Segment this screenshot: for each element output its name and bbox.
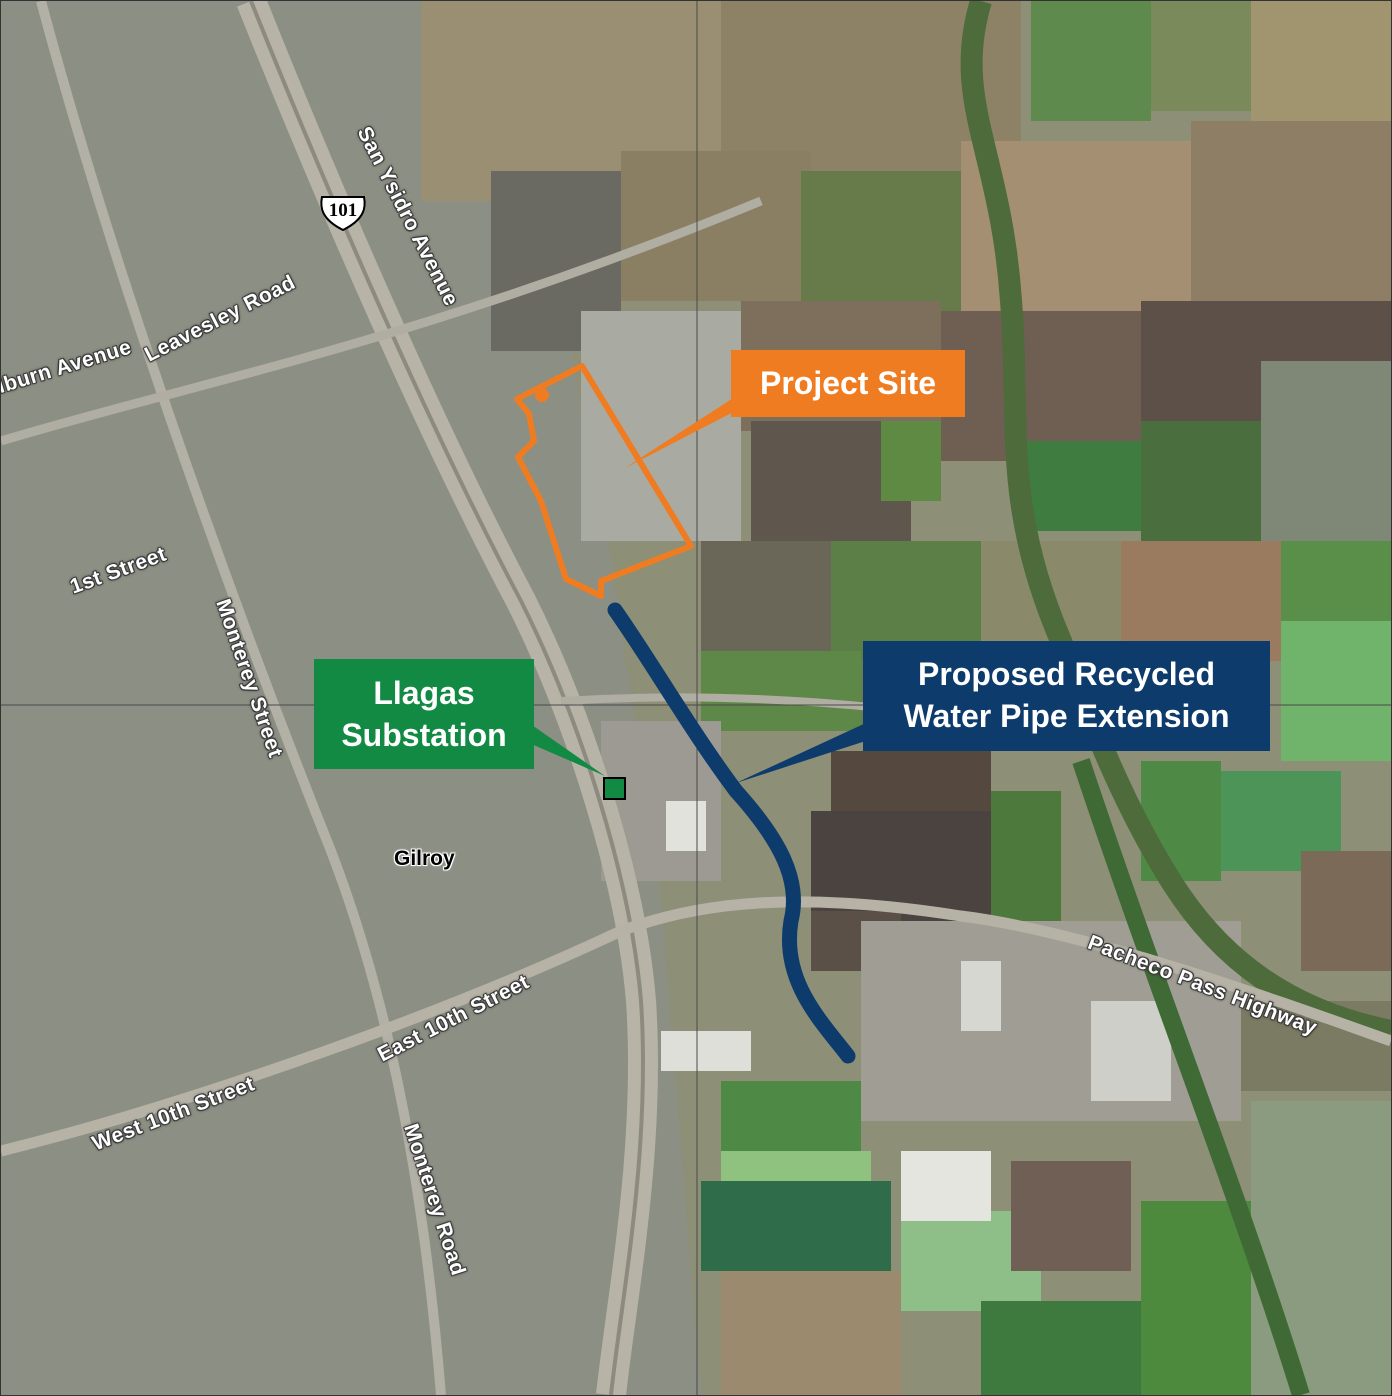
project-site-callout: Project Site (731, 350, 965, 417)
substation-leader (529, 723, 605, 776)
highway-shield-number: 101 (328, 200, 358, 221)
highway-shield-icon (320, 196, 366, 232)
creek-south (1072, 758, 1310, 1395)
substation-callout: Llagas Substation (314, 659, 534, 769)
monterey-road (36, 1, 446, 1395)
pipe-callout-line1: Proposed Recycled (918, 656, 1215, 692)
substation-marker (603, 777, 626, 800)
pacheco-pass-highway-line (1, 896, 1391, 1157)
pipe-extension-callout: Proposed Recycled Water Pipe Extension (863, 641, 1270, 751)
pipe-callout-line2: Water Pipe Extension (903, 698, 1230, 734)
pipe-extension-line (607, 602, 856, 1064)
pipe-leader (736, 716, 881, 783)
project-site-leader (625, 393, 745, 468)
creek (960, 1, 1391, 1042)
city-label: Gilroy (394, 847, 455, 870)
project-site-marker (535, 388, 549, 402)
substation-callout-line2: Substation (341, 717, 507, 753)
leavesley-road-line (1, 196, 763, 446)
substation-callout-line1: Llagas (373, 675, 475, 711)
project-site-boundary (514, 363, 694, 599)
highway-median (249, 1, 646, 1395)
